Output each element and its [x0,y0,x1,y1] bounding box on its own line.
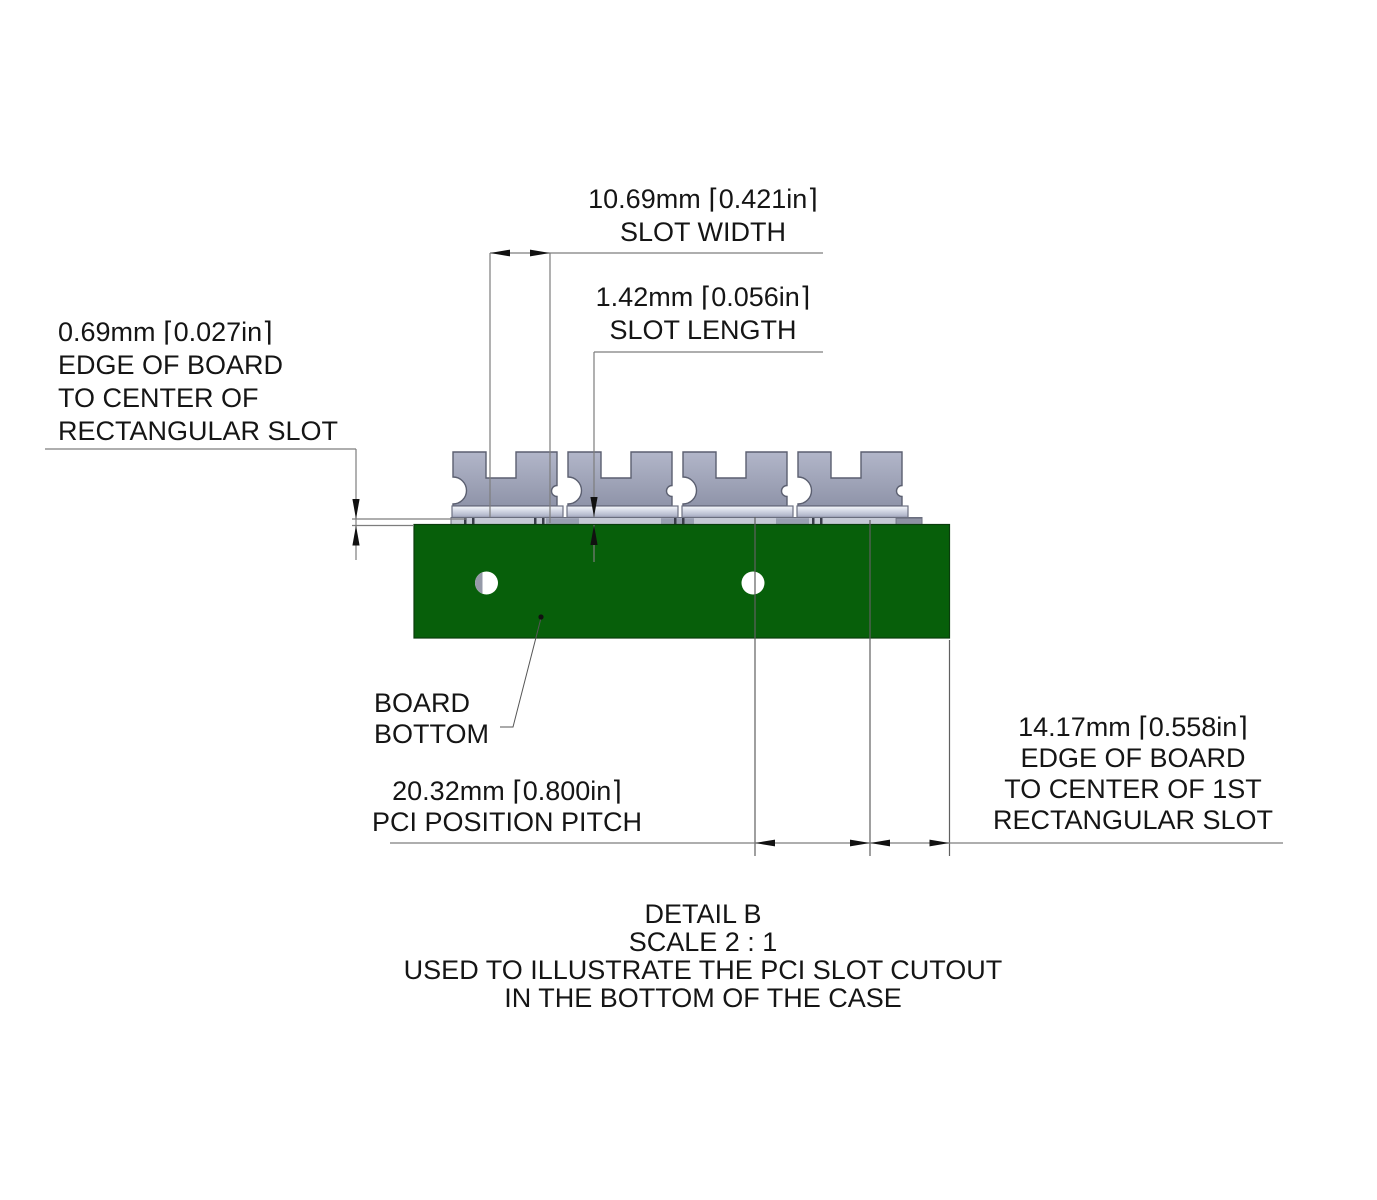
pci-bracket-tab [567,451,673,507]
dim-slot-length-label: SLOT LENGTH [609,315,797,345]
dim-edge-left-label3: RECTANGULAR SLOT [58,416,339,446]
mounting-hole-right [741,571,765,595]
dim-edge-to-slot-right: 14.17mm ⌈0.558in⌉ EDGE OF BOARD TO CENTE… [981,712,1285,836]
dim-slot-width-value: 10.69mm ⌈0.421in⌉ [588,184,818,214]
dim-edge-left-label2: TO CENTER OF [58,383,259,413]
dim-edge-left-label1: EDGE OF BOARD [58,350,284,380]
label-board-bottom: BOARD BOTTOM [374,688,489,750]
pci-bracket-feet [451,505,909,519]
pci-bracket-tab [682,451,788,507]
pcb-board [413,523,951,639]
dim-edge-right-label2: TO CENTER OF 1ST [1004,774,1262,804]
leader-dot [538,614,544,620]
detail-title-block: DETAIL B SCALE 2 : 1 USED TO ILLUSTRATE … [380,900,1026,1012]
dim-edge-right-value: 14.17mm ⌈0.558in⌉ [1018,712,1248,742]
detail-title-note2: IN THE BOTTOM OF THE CASE [504,983,902,1013]
pci-bracket-tabs [452,451,903,507]
case-bottom-strip [450,517,923,525]
detail-title-note1: USED TO ILLUSTRATE THE PCI SLOT CUTOUT [403,955,1003,985]
dim-pci-position-pitch: 20.32mm ⌈0.800in⌉ PCI POSITION PITCH [330,776,684,838]
dim-slot-length-value: 1.42mm ⌈0.056in⌉ [595,282,811,312]
dim-slot-width-label: SLOT WIDTH [619,217,786,247]
dim-slot-length: 1.42mm ⌈0.056in⌉ SLOT LENGTH [481,281,925,347]
dim-slot-width: 10.69mm ⌈0.421in⌉ SLOT WIDTH [481,183,925,249]
pci-bracket-tab [452,451,558,507]
label-board-bottom-line2: BOTTOM [374,719,490,749]
dim-edge-to-slot-left: 0.69mm ⌈0.027in⌉ EDGE OF BOARD TO CENTER… [58,316,338,448]
label-board-bottom-line1: BOARD [374,688,471,718]
slot-tick-marks [464,518,823,524]
dim-edge-left-value: 0.69mm ⌈0.027in⌉ [58,317,273,347]
dim-pci-pitch-value: 20.32mm ⌈0.800in⌉ [392,776,622,806]
dim-edge-right-label1: EDGE OF BOARD [1020,743,1246,773]
dim-pci-pitch-label: PCI POSITION PITCH [371,807,643,837]
detail-title-scale: SCALE 2 : 1 [628,927,778,957]
dimension-arrows [352,249,950,847]
detail-title-name: DETAIL B [644,899,762,929]
dim-edge-right-label3: RECTANGULAR SLOT [992,805,1274,835]
pci-bracket-tab [797,451,903,507]
